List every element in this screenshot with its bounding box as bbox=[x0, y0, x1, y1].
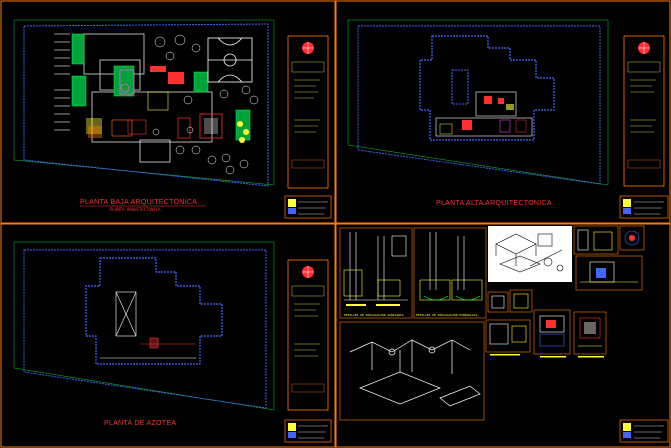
upper-room-fills bbox=[439, 96, 527, 135]
roof-outline bbox=[85, 257, 223, 365]
green-areas bbox=[71, 33, 251, 141]
site-boundary bbox=[23, 23, 269, 187]
detail-caption-sanitaria: DETALLES DE INSTALACION SANITARIA bbox=[344, 313, 404, 317]
title-block-detalles bbox=[619, 419, 669, 443]
grid-lines bbox=[347, 19, 609, 186]
blob-detail bbox=[237, 121, 249, 143]
isometric-render-box bbox=[488, 226, 572, 282]
title-block-planta-alta bbox=[619, 35, 669, 219]
detail-boxes-middle bbox=[485, 289, 607, 355]
detail-small-right bbox=[575, 255, 643, 291]
building-outline bbox=[419, 35, 555, 141]
detail-notes bbox=[346, 304, 400, 306]
detail-sanitaria-drawing bbox=[343, 232, 408, 301]
site-boundary bbox=[23, 249, 267, 409]
planta-baja-title: PLANTA BAJA ARQUITECTONICA bbox=[80, 199, 197, 206]
skylight bbox=[115, 291, 137, 337]
detail-small-upper bbox=[573, 225, 645, 255]
room-fills bbox=[86, 66, 223, 139]
detail-notes-lower bbox=[490, 354, 604, 358]
iso-piping-drawing bbox=[349, 339, 481, 407]
trees bbox=[152, 34, 259, 175]
detail-hidraulica-drawing bbox=[419, 232, 483, 301]
detail-caption-hidraulica: DETALLES DE INSTALACION HIDRAULICA bbox=[416, 313, 478, 317]
sheet-planta-alta: PLANTA ALTA ARQUITECTONICA bbox=[347, 19, 669, 219]
parking-stripes bbox=[54, 33, 70, 131]
roof-drain-lines bbox=[100, 337, 196, 359]
basketball-court bbox=[207, 37, 253, 83]
title-block-planta-baja bbox=[284, 35, 332, 219]
planta-azotea-title: PLANTA DE AZOTEA bbox=[104, 420, 176, 427]
sheet-planta-baja: PLANTA BAJA ARQUITECTONICA PLANTA ARQUIT… bbox=[13, 19, 332, 219]
detail-sanitaria-frame bbox=[339, 227, 413, 319]
sheet-detalles: DETALLES DE INSTALACION SANITARIA DETALL… bbox=[339, 225, 669, 443]
sheet-planta-azotea: PLANTA DE AZOTEA bbox=[13, 241, 332, 443]
frame-planta-baja bbox=[0, 0, 336, 224]
detail-hidraulica-frame bbox=[413, 227, 487, 319]
title-block-planta-azotea bbox=[284, 259, 332, 443]
frame-detalles bbox=[335, 223, 671, 448]
grid-lines bbox=[13, 19, 275, 186]
planta-baja-subtitle: PLANTA ARQUITECTONICA bbox=[110, 207, 161, 212]
frame-planta-alta bbox=[335, 0, 671, 224]
isometric-render bbox=[495, 233, 564, 273]
courtyard-void bbox=[451, 69, 469, 105]
detail-iso-piping-frame bbox=[339, 321, 485, 421]
site-boundary bbox=[357, 25, 601, 185]
frame-planta-azotea bbox=[0, 223, 336, 448]
planta-alta-title: PLANTA ALTA ARQUITECTONICA bbox=[436, 200, 552, 207]
upper-rooms bbox=[435, 91, 533, 137]
